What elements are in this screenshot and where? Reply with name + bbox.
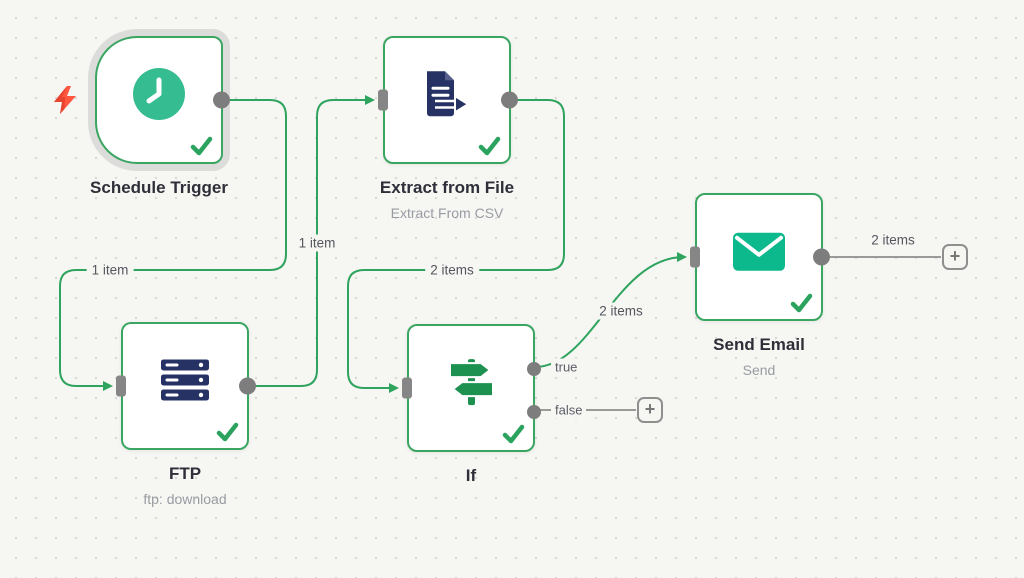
input-endpoint[interactable]: [116, 375, 126, 397]
lightning-bolt-icon: [52, 85, 78, 120]
output-label-true: true: [551, 358, 582, 376]
add-node-button[interactable]: +: [637, 397, 663, 423]
node-extract-from-file[interactable]: Extract from File Extract From CSV: [378, 36, 518, 221]
node-ftp[interactable]: FTP ftp: download: [116, 322, 256, 507]
node-if[interactable]: If: [402, 324, 541, 485]
output-endpoint[interactable]: [239, 377, 256, 395]
output-endpoint[interactable]: [501, 91, 518, 109]
items-badge-ftp-extract: 1 item: [293, 234, 341, 252]
node-subtitle: Extract From CSV: [390, 205, 504, 221]
add-node-button[interactable]: +: [942, 244, 968, 270]
output-endpoint-true[interactable]: [527, 362, 541, 376]
success-check-icon: [188, 134, 215, 158]
items-badge-email-add: 2 items: [866, 231, 920, 249]
output-label-false: false: [551, 401, 587, 419]
node-title: FTP: [168, 464, 202, 483]
items-badge-extract-if: 2 items: [425, 261, 479, 279]
node-subtitle: Send: [742, 362, 776, 378]
output-endpoint[interactable]: [213, 91, 230, 109]
success-check-icon: [214, 420, 241, 444]
node-title: Schedule Trigger: [90, 178, 228, 197]
envelope-icon: [732, 232, 786, 277]
output-endpoint[interactable]: [813, 248, 830, 266]
input-endpoint[interactable]: [402, 377, 412, 399]
server-icon: [159, 357, 211, 408]
signpost-icon: [444, 356, 498, 413]
node-send-email[interactable]: Send Email Send: [690, 193, 830, 378]
node-title: Send Email: [713, 335, 805, 354]
node-title: If: [465, 466, 477, 485]
items-badge-if-email: 2 items: [594, 302, 648, 320]
success-check-icon: [476, 134, 503, 158]
node-subtitle: ftp: download: [143, 491, 227, 507]
success-check-icon: [788, 291, 815, 315]
node-schedule-trigger[interactable]: Schedule Trigger: [90, 36, 230, 197]
file-export-icon: [419, 69, 475, 124]
clock-icon: [132, 67, 186, 126]
connection-schedule-to-ftp[interactable]: [59, 99, 287, 391]
input-endpoint[interactable]: [378, 89, 388, 111]
items-badge-schedule-ftp: 1 item: [86, 261, 134, 279]
input-endpoint[interactable]: [690, 246, 700, 268]
success-check-icon: [500, 422, 527, 446]
node-title: Extract from File: [379, 178, 515, 197]
output-endpoint-false[interactable]: [527, 405, 541, 419]
